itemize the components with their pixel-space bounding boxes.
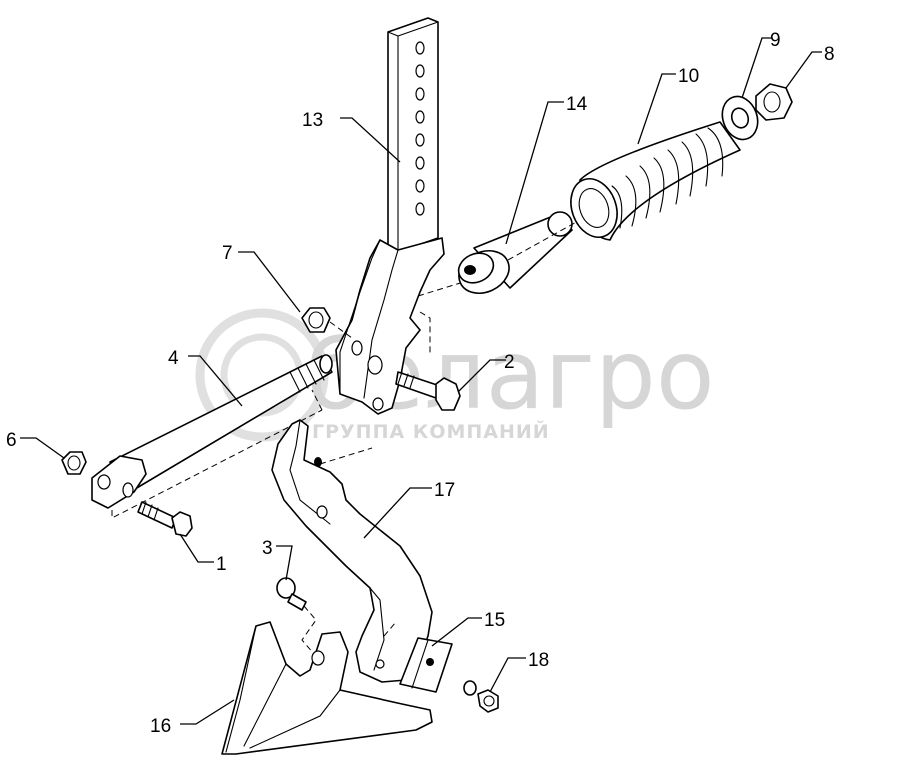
part-17-arm bbox=[271, 419, 433, 683]
callout-14: 14 bbox=[566, 94, 588, 115]
part-15-block bbox=[399, 637, 453, 693]
part-2-bolt bbox=[395, 371, 461, 411]
part-1-bolt bbox=[137, 501, 193, 537]
part-16-sweep bbox=[221, 621, 433, 755]
callout-labels: 13 7 4 6 2 1 3 14 10 9 8 17 15 18 16 bbox=[6, 30, 835, 737]
callout-1: 1 bbox=[216, 554, 227, 575]
part-8-nut bbox=[755, 83, 793, 121]
callout-3: 3 bbox=[262, 538, 273, 559]
part-10-spring bbox=[570, 121, 741, 241]
watermark-tagline: ГРУППА КОМПАНИЙ bbox=[312, 420, 550, 443]
callout-15: 15 bbox=[484, 610, 505, 631]
callout-17: 17 bbox=[434, 480, 455, 501]
leader-lines bbox=[20, 37, 822, 725]
callout-13: 13 bbox=[302, 110, 323, 131]
part-3-bolt bbox=[276, 577, 317, 655]
callout-6: 6 bbox=[6, 430, 17, 451]
callout-18: 18 bbox=[528, 650, 549, 671]
part-18-nut bbox=[463, 680, 499, 713]
callout-7: 7 bbox=[222, 243, 233, 264]
callout-4: 4 bbox=[168, 348, 179, 369]
part-9-washer bbox=[721, 95, 759, 141]
part-6-nut bbox=[61, 451, 87, 475]
part-4-rod bbox=[91, 354, 333, 519]
part-7-nut bbox=[301, 307, 353, 339]
callout-10: 10 bbox=[678, 66, 699, 87]
callout-2: 2 bbox=[504, 352, 515, 373]
callout-9: 9 bbox=[770, 30, 781, 51]
callout-8: 8 bbox=[824, 44, 835, 65]
callout-16: 16 bbox=[150, 716, 171, 737]
part-14-pin bbox=[457, 211, 581, 294]
